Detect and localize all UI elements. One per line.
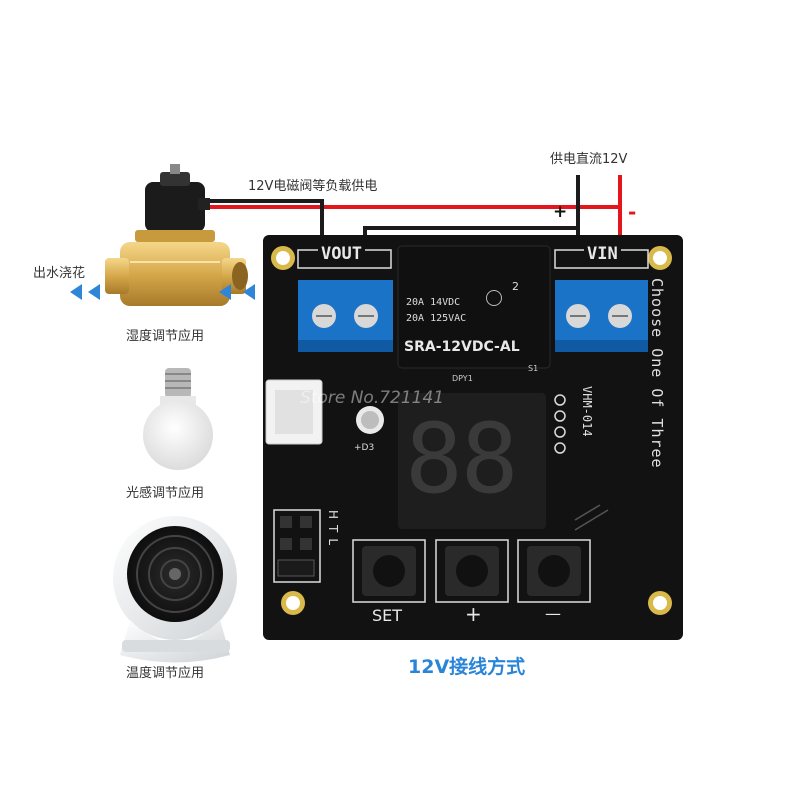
minus-sign: - (628, 200, 637, 224)
jumper-t: T (326, 525, 340, 539)
plus-button-label: + (465, 602, 482, 626)
load-supply-label: 12V电磁阀等负载供电 (248, 179, 378, 194)
jumper-l: L (326, 538, 340, 552)
wiring-title: 12V接线方式 (408, 656, 526, 678)
set-button-label: SET (372, 606, 403, 625)
temp-app-label: 温度调节应用 (126, 666, 205, 681)
store-watermark: Store No.721141 (300, 388, 445, 408)
relay-rating-1: 20A 14VDC (406, 297, 461, 308)
light-app-label: 光感调节应用 (126, 486, 205, 501)
water-out-label: 出水浇花 (33, 266, 86, 281)
jumper-labels: HTL (326, 510, 340, 551)
vin-label: VIN (584, 244, 621, 264)
plus-sign: + (553, 202, 568, 222)
relay-rating-2: 20A 125VAC (406, 313, 467, 324)
relay-model: SRA-12VDC-AL (404, 339, 520, 355)
model-label: VHM-014 (580, 386, 594, 437)
dpy-label: DPY1 (452, 374, 473, 383)
minus-button-label: — (545, 604, 561, 623)
flow-arrows (70, 284, 255, 300)
s1-label: S1 (528, 364, 539, 373)
seven-seg-display: 88 (405, 403, 519, 515)
humidity-app-label: 湿度调节应用 (126, 329, 205, 344)
dc-supply-label: 供电直流12V (550, 152, 628, 167)
relay-hole-icon (486, 290, 502, 306)
relay-mark: 2 (512, 280, 519, 293)
control-board (263, 235, 683, 640)
choose-label: Choose One Of Three (648, 278, 666, 469)
solenoid-valve (105, 164, 248, 306)
desk-fan (113, 516, 237, 663)
vout-label: VOUT (318, 244, 365, 264)
led-label: +D3 (354, 443, 375, 453)
light-bulb (143, 368, 213, 470)
jumper-h: H (326, 510, 340, 526)
